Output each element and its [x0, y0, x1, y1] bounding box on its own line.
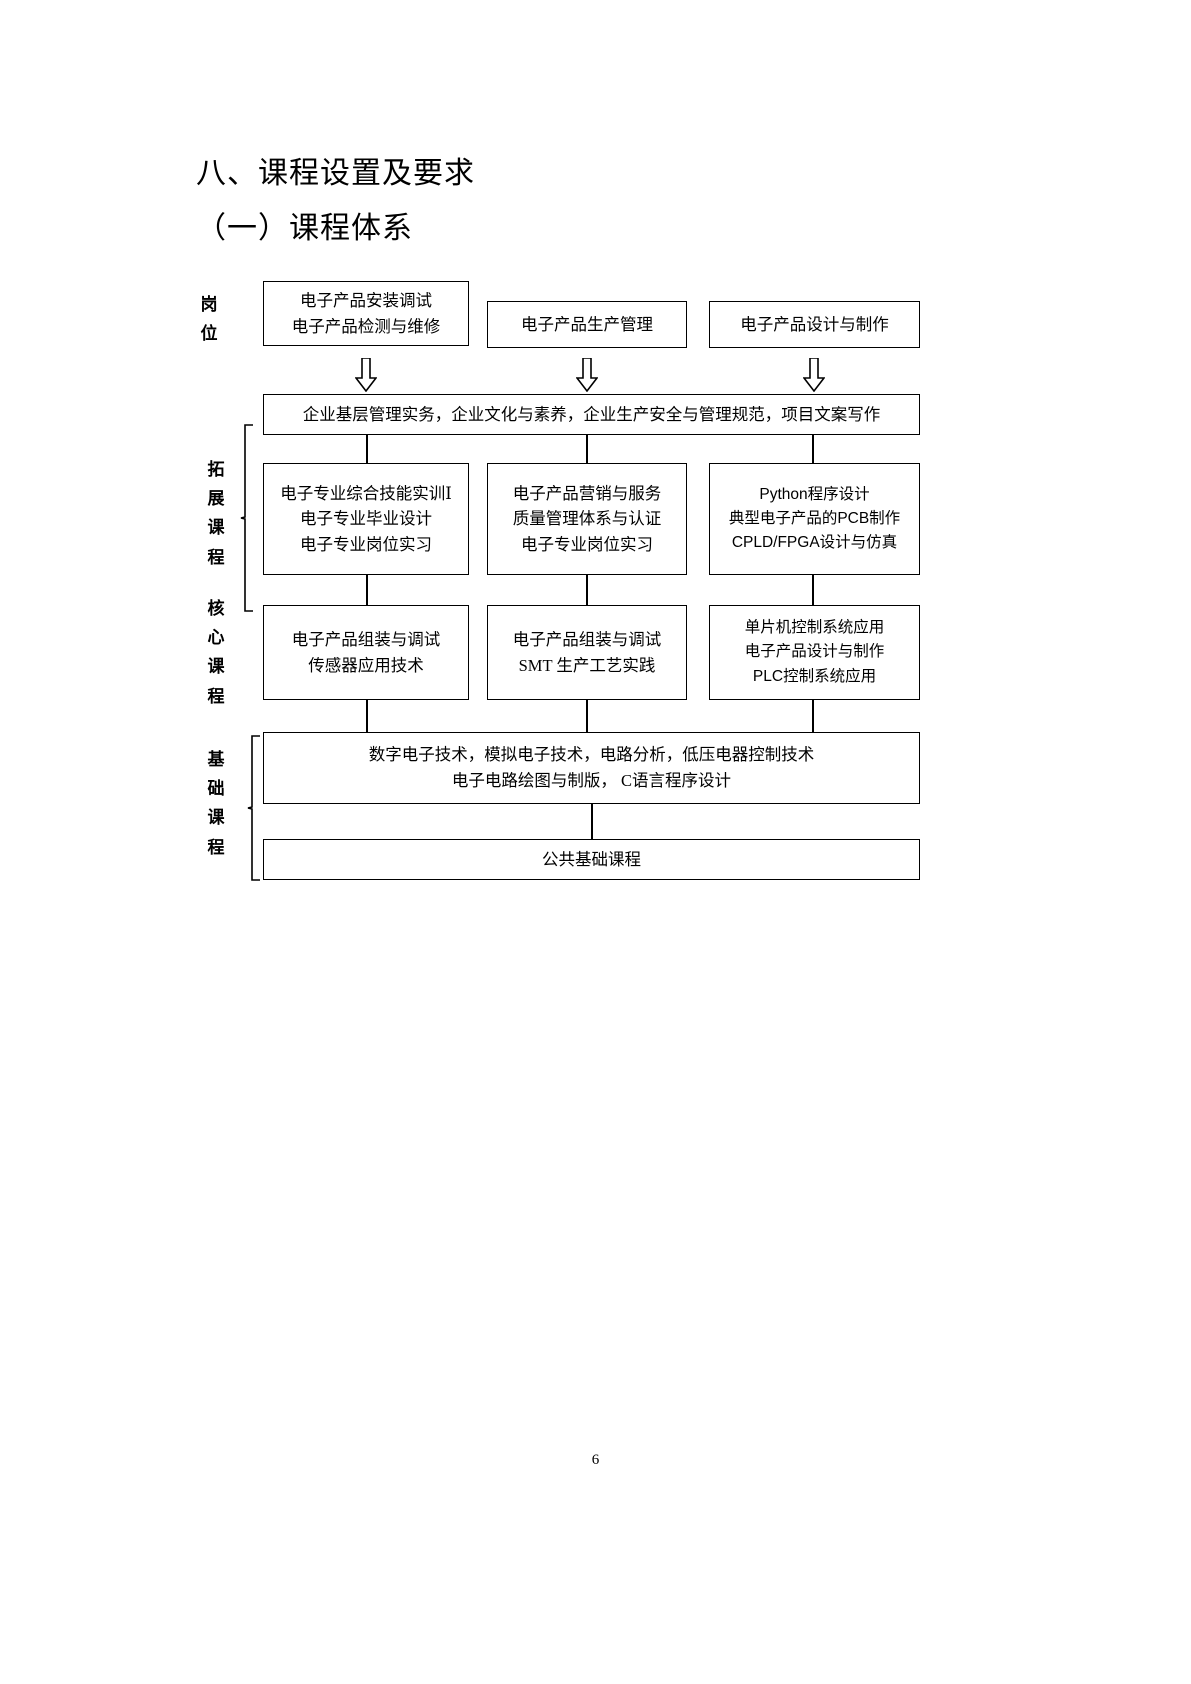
hollow-down-arrow-icon-1: [355, 358, 377, 392]
core-box-2-line-2: SMT 生产工艺实践: [518, 655, 656, 675]
extension-box-2-line-2: 质量管理体系与认证: [512, 509, 662, 529]
row-label-core-char1: 核: [207, 599, 225, 618]
connector-line: [366, 575, 368, 605]
page-number: 6: [591, 1452, 600, 1468]
row-label-posts-char2: 位: [200, 324, 218, 344]
row-label-posts-char1: 岗: [200, 295, 218, 314]
row-label-basic-char3: 课: [207, 808, 225, 828]
extension-box-3-line-3: CPLD/FPGA设计与仿真: [731, 534, 898, 551]
post-box-1: 电子产品安装调试 电子产品检测与维修: [263, 281, 469, 346]
extension-box-2-line-3: 电子专业岗位实习: [521, 534, 653, 554]
connector-line: [366, 700, 368, 732]
core-box-3-line-2: 电子产品设计与制作: [744, 643, 885, 661]
core-box-2: 电子产品组装与调试 SMT 生产工艺实践: [487, 605, 687, 700]
row-label-extension-char4: 程: [207, 547, 225, 567]
extension-box-1-line-3: 电子专业岗位实习: [300, 534, 432, 554]
extension-box-3-line-2: 典型电子产品的PCB制作: [728, 509, 901, 527]
connector-line: [366, 435, 368, 463]
extension-box-1-line-2: 电子专业毕业设计: [300, 509, 432, 529]
connector-line: [812, 575, 814, 605]
row-label-posts: 岗 位: [196, 290, 222, 348]
row-label-basic-char1: 基: [207, 750, 225, 769]
row-label-basic-char4: 程: [207, 837, 225, 857]
public-courses-text: 公共基础课程: [542, 849, 641, 869]
row-label-core-char3: 课: [207, 657, 225, 677]
post-box-3: 电子产品设计与制作: [709, 301, 920, 348]
core-box-2-line-1: 电子产品组装与调试: [512, 629, 662, 649]
post-box-3-line-1: 电子产品设计与制作: [740, 314, 889, 334]
core-box-1-line-2: 传感器应用技术: [308, 655, 424, 675]
row-label-extension: 拓 展 课 程: [203, 455, 229, 572]
core-box-1: 电子产品组装与调试 传感器应用技术: [263, 605, 469, 700]
extension-box-2-line-1: 电子产品营销与服务: [512, 483, 662, 503]
extension-box-1: 电子专业综合技能实训Ⅰ 电子专业毕业设计 电子专业岗位实习: [263, 463, 469, 575]
hollow-down-arrow-icon-2: [576, 358, 598, 392]
post-box-1-line-2: 电子产品检测与维修: [291, 316, 441, 336]
bracket-extension: [240, 424, 254, 612]
post-box-2-line-1: 电子产品生产管理: [521, 314, 653, 334]
page-title: 八、课程设置及要求: [196, 157, 475, 190]
connector-line: [591, 804, 593, 839]
basic-courses-line-1: 数字电子技术，模拟电子技术，电路分析，低压电器控制技术: [368, 745, 815, 765]
row-label-basic-char2: 础: [207, 779, 225, 799]
connector-line: [586, 700, 588, 732]
extension-box-1-line-1: 电子专业综合技能实训Ⅰ: [280, 483, 452, 503]
connector-line: [812, 700, 814, 732]
row-label-core-char4: 程: [207, 686, 225, 706]
row-label-extension-char2: 展: [207, 489, 225, 509]
general-courses-text: 企业基层管理实务，企业文化与素养，企业生产安全与管理规范，项目文案写作: [302, 404, 881, 424]
extension-box-2: 电子产品营销与服务 质量管理体系与认证 电子专业岗位实习: [487, 463, 687, 575]
row-label-basic: 基 础 课 程: [203, 745, 229, 862]
public-courses-band: 公共基础课程: [263, 839, 920, 880]
row-label-extension-char3: 课: [207, 518, 225, 538]
bracket-basic: [247, 735, 261, 881]
extension-box-3-line-1: Python程序设计: [759, 485, 870, 503]
general-courses-band: 企业基层管理实务，企业文化与素养，企业生产安全与管理规范，项目文案写作: [263, 394, 920, 435]
post-box-2: 电子产品生产管理: [487, 301, 687, 348]
row-label-core-char2: 心: [207, 628, 225, 648]
post-box-1-line-1: 电子产品安装调试: [300, 290, 432, 310]
hollow-down-arrow-icon-3: [803, 358, 825, 392]
connector-line: [586, 435, 588, 463]
extension-box-3: Python程序设计 典型电子产品的PCB制作 CPLD/FPGA设计与仿真: [709, 463, 920, 575]
row-label-core: 核 心 课 程: [203, 594, 229, 711]
connector-line: [812, 435, 814, 463]
core-box-3-line-3: PLC控制系统应用: [752, 667, 877, 685]
core-box-1-line-1: 电子产品组装与调试: [291, 629, 441, 649]
basic-courses-band: 数字电子技术，模拟电子技术，电路分析，低压电器控制技术 电子电路绘图与制版， C…: [263, 732, 920, 804]
section-subtitle: （一）课程体系: [196, 212, 413, 245]
basic-courses-line-2: 电子电路绘图与制版， C语言程序设计: [451, 771, 732, 790]
connector-line: [586, 575, 588, 605]
core-box-3: 单片机控制系统应用 电子产品设计与制作 PLC控制系统应用: [709, 605, 920, 700]
row-label-extension-char1: 拓: [207, 460, 225, 479]
core-box-3-line-1: 单片机控制系统应用: [744, 619, 885, 637]
